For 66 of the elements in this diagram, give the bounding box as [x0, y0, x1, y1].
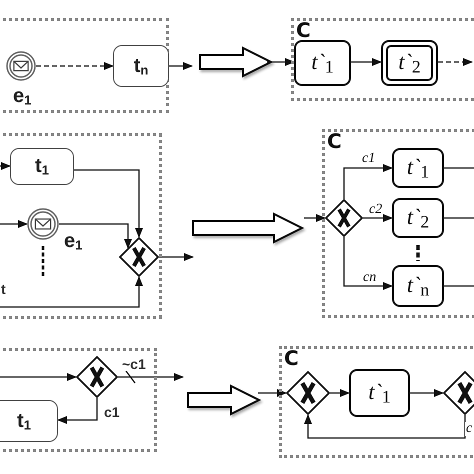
group-frame [0, 133, 162, 319]
task-label: t`$_{1}$ [368, 378, 391, 408]
arrow [304, 414, 466, 439]
arrow [410, 389, 444, 397]
arrow [57, 398, 98, 424]
task-box [392, 198, 444, 238]
gateway-diamond [76, 356, 118, 398]
arrow [258, 389, 287, 397]
task-box [113, 45, 169, 87]
arrow [304, 214, 326, 222]
gateway-diamond [286, 371, 330, 415]
task-box [349, 369, 410, 417]
line [444, 217, 474, 219]
task-label: t`$_{2}$ [398, 48, 421, 78]
arrow [343, 164, 393, 199]
group-frame [291, 18, 474, 101]
task-label: t`$_{1}$ [311, 48, 334, 78]
task-box [10, 148, 74, 185]
task-label: t`$_{2}$ [406, 204, 430, 232]
arrow [0, 162, 11, 170]
group-title: C [327, 131, 342, 151]
arrow [330, 389, 350, 397]
task-box [392, 148, 444, 188]
block-arrow [187, 384, 262, 416]
arrow [0, 373, 77, 381]
block-arrow [192, 212, 304, 244]
block-arrow [199, 46, 274, 78]
arrow [343, 237, 393, 290]
arrow [169, 62, 193, 70]
group-title: C [284, 348, 299, 368]
group-frame [0, 18, 169, 113]
task-box [392, 265, 444, 307]
edge-label: c1 [103, 405, 121, 419]
group-title: C [296, 20, 311, 40]
line [444, 285, 474, 287]
arrow [159, 253, 194, 261]
arrow [351, 58, 382, 66]
task-box [294, 40, 351, 86]
arrow [59, 223, 132, 249]
arrow [267, 58, 295, 66]
edge-label: ~c1 [121, 357, 147, 371]
arrow [363, 214, 393, 222]
task-label: t`$_{1}$ [406, 154, 430, 182]
arrow [0, 220, 28, 228]
task-label: t$_{n}$ [134, 54, 148, 78]
group-frame [279, 346, 474, 458]
arrow [438, 58, 473, 66]
group-frame [322, 129, 474, 318]
gateway-diamond [443, 371, 474, 415]
gateway-diamond [119, 237, 159, 277]
arrow [0, 276, 143, 308]
arrow [118, 373, 184, 381]
group-frame [0, 348, 157, 452]
edge-label: t [0, 282, 7, 296]
line [444, 167, 474, 169]
task-label: t$_{1}$ [35, 155, 49, 178]
event-label: e$_{1}$ [64, 230, 82, 252]
task-box [381, 40, 438, 86]
edge-label: c [465, 422, 474, 436]
task-label: t`$_{n}$ [406, 272, 430, 300]
arrow [36, 62, 114, 70]
task-label: t$_{1}$ [17, 410, 31, 432]
arrow [74, 169, 143, 238]
gateway-diamond [325, 199, 363, 237]
event-label: e$_{1}$ [13, 85, 32, 107]
task-box [0, 400, 58, 442]
